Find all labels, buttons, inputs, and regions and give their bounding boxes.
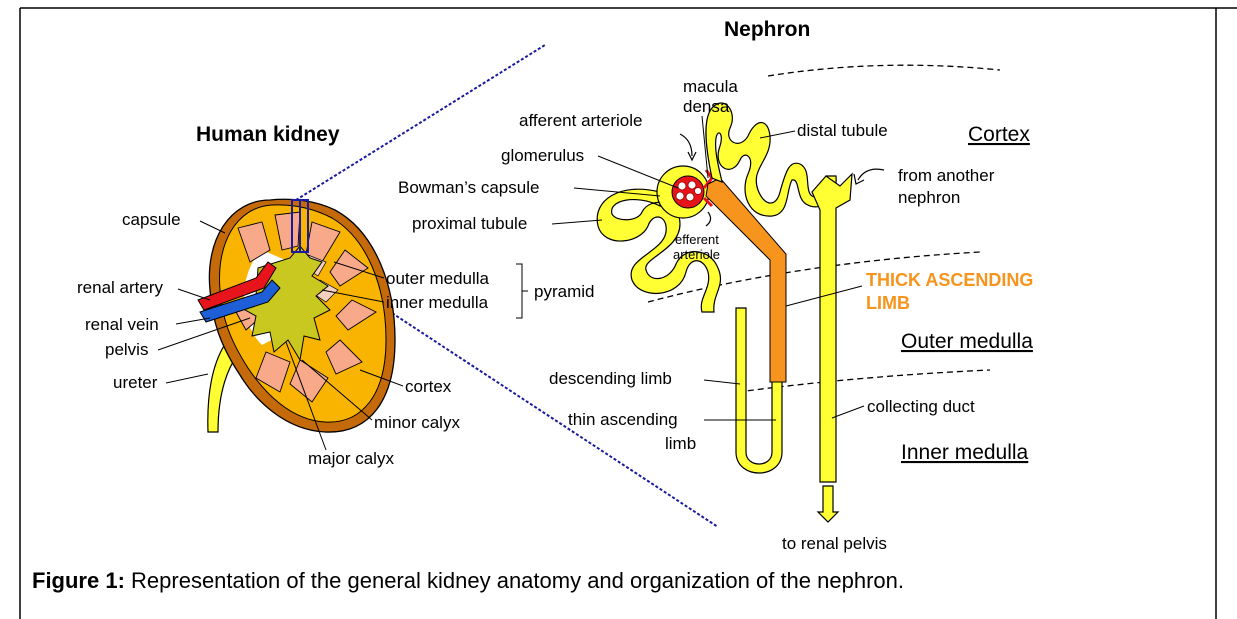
label-renal-artery: renal artery	[77, 278, 163, 297]
afferent-arrow	[680, 134, 692, 156]
zone-label-cortex: Cortex	[968, 123, 1030, 146]
label-distal-tubule: distal tubule	[797, 121, 888, 140]
label-minor-calyx: minor calyx	[374, 413, 460, 432]
leader-collecting-duct	[832, 406, 864, 418]
figure-caption: Figure 1: Representation of the general …	[32, 568, 904, 593]
label-proximal-tubule: proximal tubule	[412, 214, 527, 233]
label-pyramid: pyramid	[534, 282, 594, 301]
efferent-arrow	[706, 212, 711, 226]
label-macula-densa-2: densa	[683, 97, 730, 116]
label-afferent-arteriole: afferent arteriole	[519, 111, 642, 130]
caption-text: Representation of the general kidney ana…	[125, 568, 904, 593]
label-pelvis: pelvis	[105, 340, 148, 359]
label-thick-ascending-2: LIMB	[866, 293, 910, 313]
leader-descending-limb	[704, 380, 740, 384]
label-to-renal-pelvis: to renal pelvis	[782, 534, 887, 553]
label-thin-ascending-1: thin ascending	[568, 410, 678, 429]
nephron-title: Nephron	[724, 18, 810, 41]
zone-label-inner-medulla: Inner medulla	[901, 441, 1029, 464]
label-thin-ascending-2: limb	[665, 434, 696, 453]
leader-ureter	[166, 374, 208, 383]
label-bowmans-capsule: Bowman’s capsule	[398, 178, 539, 197]
leader-proximal-tubule	[552, 220, 602, 224]
label-efferent-1: efferent	[675, 232, 719, 247]
caption-lead: Figure 1:	[32, 568, 125, 593]
label-inner-medulla: inner medulla	[386, 293, 489, 312]
label-outer-medulla: outer medulla	[386, 269, 490, 288]
label-from-another-2: nephron	[898, 188, 960, 207]
to-renal-pelvis-arrow	[818, 486, 838, 522]
zone-boundary-top	[768, 65, 1000, 76]
label-cortex: cortex	[405, 377, 452, 396]
from-another-arrow	[858, 169, 884, 180]
label-descending-limb: descending limb	[549, 369, 672, 388]
glomerulus-shape	[672, 176, 704, 208]
label-ureter: ureter	[113, 373, 158, 392]
label-thick-ascending-1: THICK ASCENDING	[866, 270, 1033, 290]
kidney-title: Human kidney	[196, 123, 340, 146]
pyramid-bracket	[516, 264, 528, 318]
label-efferent-2: arteriole	[673, 247, 720, 262]
kidney-illustration	[198, 199, 395, 432]
label-capsule: capsule	[122, 210, 181, 229]
label-major-calyx: major calyx	[308, 449, 394, 468]
leader-renal-artery	[178, 289, 210, 300]
nephron-illustration	[597, 103, 884, 522]
leader-capsule	[200, 221, 225, 233]
label-glomerulus: glomerulus	[501, 146, 584, 165]
label-collecting-duct: collecting duct	[867, 397, 975, 416]
collecting-duct-shape	[812, 174, 852, 482]
label-from-another-1: from another	[898, 166, 995, 185]
zone-label-outer-medulla: Outer medulla	[901, 330, 1033, 353]
label-renal-vein: renal vein	[85, 315, 159, 334]
label-macula-densa-1: macula	[683, 77, 738, 96]
